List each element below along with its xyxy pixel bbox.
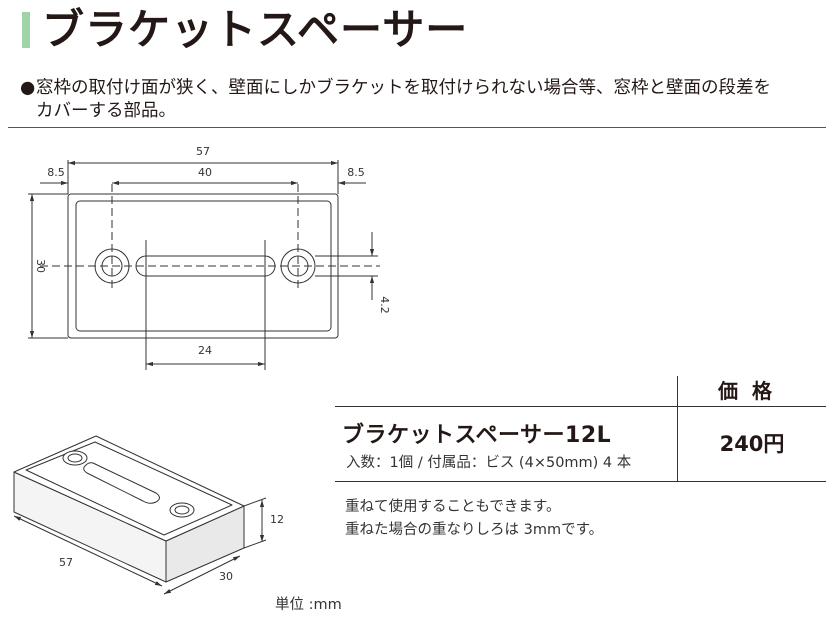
- description-line-2: カバーする部品。: [36, 101, 176, 121]
- table-bottom-rule: [335, 481, 826, 482]
- page-title: ブラケットスペーサー: [42, 5, 469, 54]
- dim-label-30: 30: [34, 259, 47, 273]
- iso-slot: [83, 462, 160, 504]
- unit-label: 単位 :mm: [275, 597, 342, 613]
- dim-label-8.5-right: 8.5: [347, 166, 365, 179]
- dim-label-8.5-left: 8.5: [47, 166, 65, 179]
- product-name: ブラケットスペーサー12L: [342, 423, 612, 448]
- title-accent-bar: [22, 12, 30, 48]
- description-line-1: 窓枠の取付け面が狭く、壁面にしかブラケットを取付けられない場合等、窓枠と壁面の段…: [36, 78, 771, 98]
- bullet-icon: ●: [20, 78, 36, 98]
- note-line-1: 重ねて使用することもできます。: [345, 499, 561, 515]
- price-header: 価格: [718, 379, 786, 403]
- price-value: 240円: [719, 432, 785, 456]
- table-column-divider: [677, 376, 678, 481]
- dim-label-57: 57: [196, 145, 210, 158]
- iso-dim-label-57: 57: [59, 556, 73, 569]
- product-details: 入数：1個 / 付属品：ビス (4×50mm) 4 本: [346, 455, 632, 471]
- description: ●窓枠の取付け面が狭く、壁面にしかブラケットを取付けられない場合等、窓枠と壁面の…: [20, 77, 820, 123]
- dim-label-24: 24: [198, 344, 212, 357]
- section-divider: [8, 127, 826, 128]
- iso-dim-label-12: 12: [270, 513, 284, 526]
- iso-dim-line-57: [13, 515, 163, 587]
- iso-dim-label-30: 30: [219, 570, 233, 583]
- note-line-2: 重ねた場合の重なりしろは 3mmです。: [345, 522, 604, 538]
- dim-label-4.2: 4.2: [378, 296, 391, 314]
- dim-label-40: 40: [198, 166, 212, 179]
- table-top-rule: [335, 406, 826, 407]
- iso-dim-line-30: [163, 555, 241, 595]
